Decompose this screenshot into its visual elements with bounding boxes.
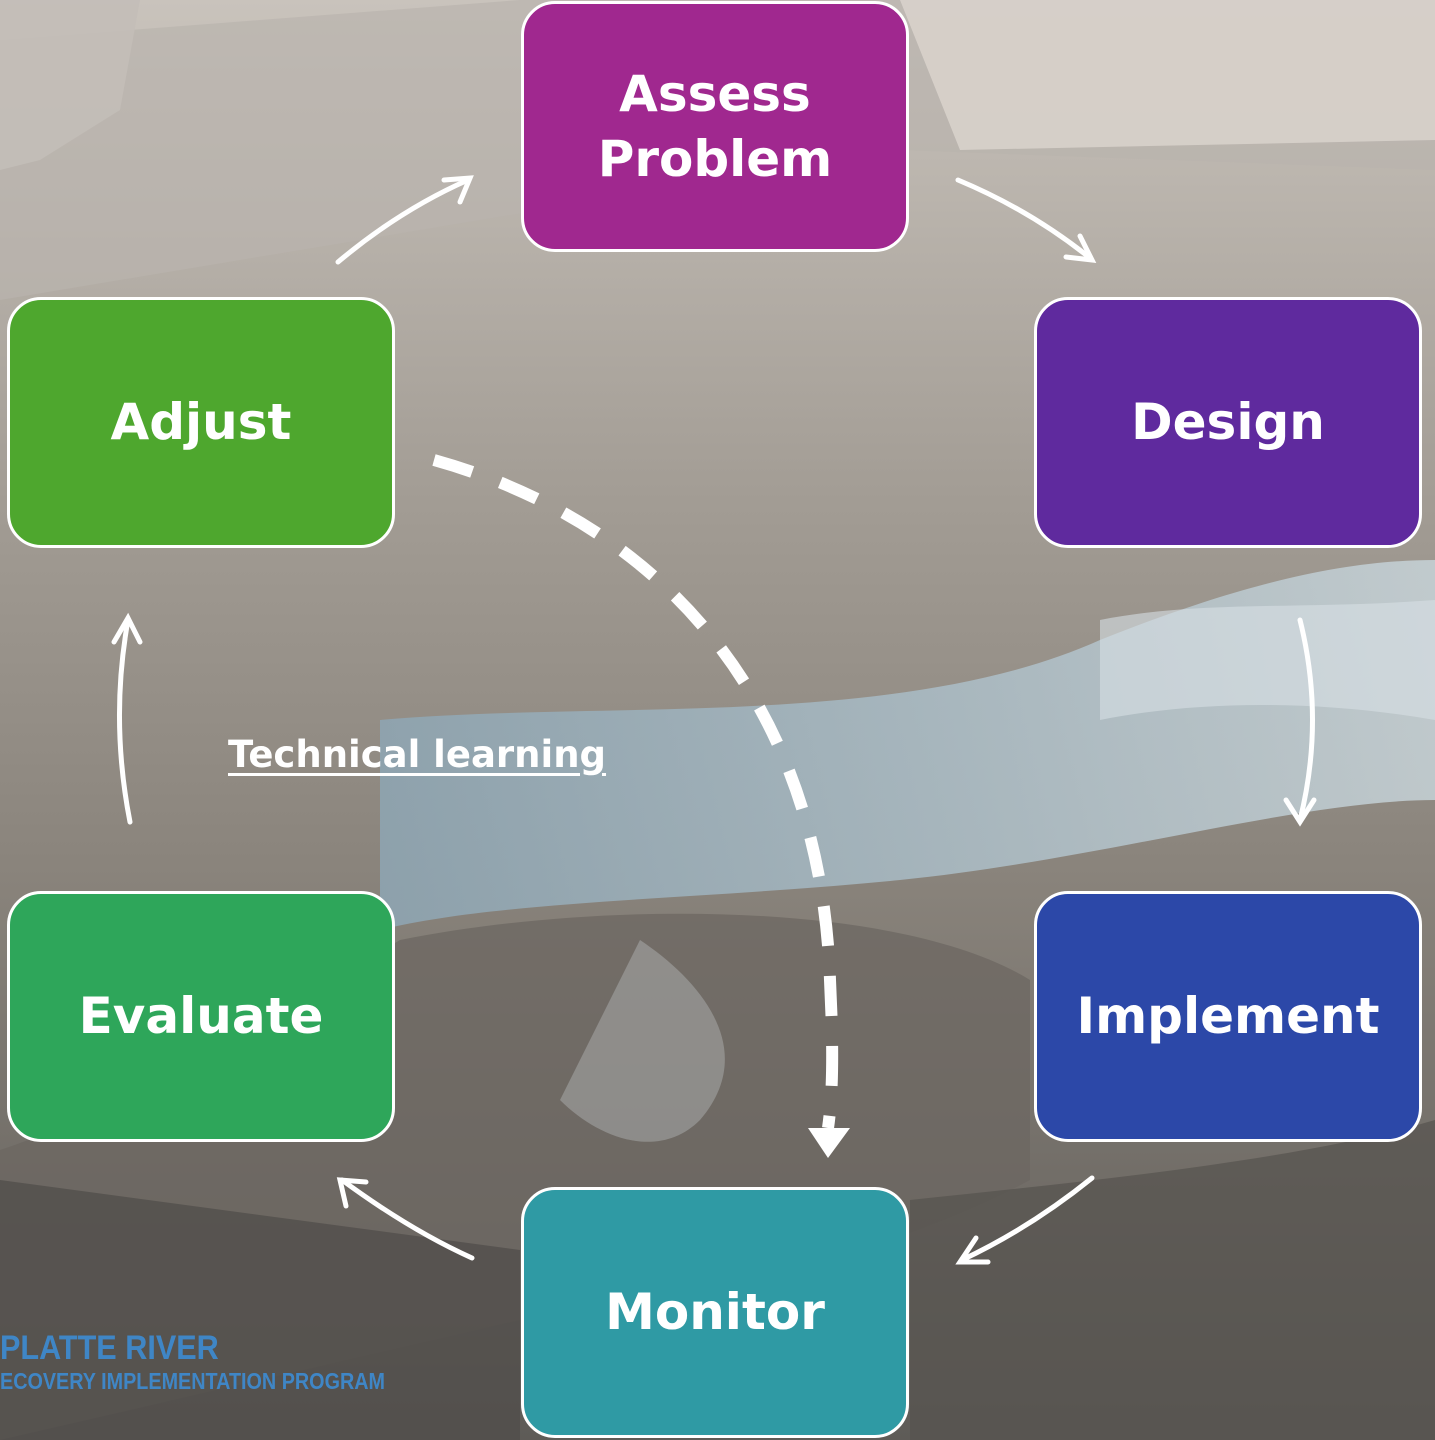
implement-label: Implement	[1076, 987, 1380, 1045]
technical-learning-label[interactable]: Technical learning	[228, 733, 607, 776]
monitor-box[interactable]: Monitor	[521, 1187, 909, 1438]
implement-box[interactable]: Implement	[1034, 891, 1422, 1142]
logo-title: PLATTE RIVER	[0, 1329, 219, 1367]
design-label: Design	[1131, 393, 1325, 451]
design-box[interactable]: Design	[1034, 297, 1422, 548]
evaluate-box[interactable]: Evaluate	[7, 891, 395, 1142]
platte-river-logo: PLATTE RIVER ECOVERY IMPLEMENTATION PROG…	[0, 1330, 448, 1396]
monitor-label: Monitor	[605, 1283, 825, 1341]
assess-problem-label: Assess Problem	[597, 64, 833, 188]
evaluate-label: Evaluate	[78, 987, 324, 1045]
logo-subtitle: ECOVERY IMPLEMENTATION PROGRAM	[0, 1368, 385, 1394]
adjust-box[interactable]: Adjust	[7, 297, 395, 548]
assess-problem-box[interactable]: Assess Problem	[521, 1, 909, 252]
adjust-label: Adjust	[110, 393, 292, 451]
